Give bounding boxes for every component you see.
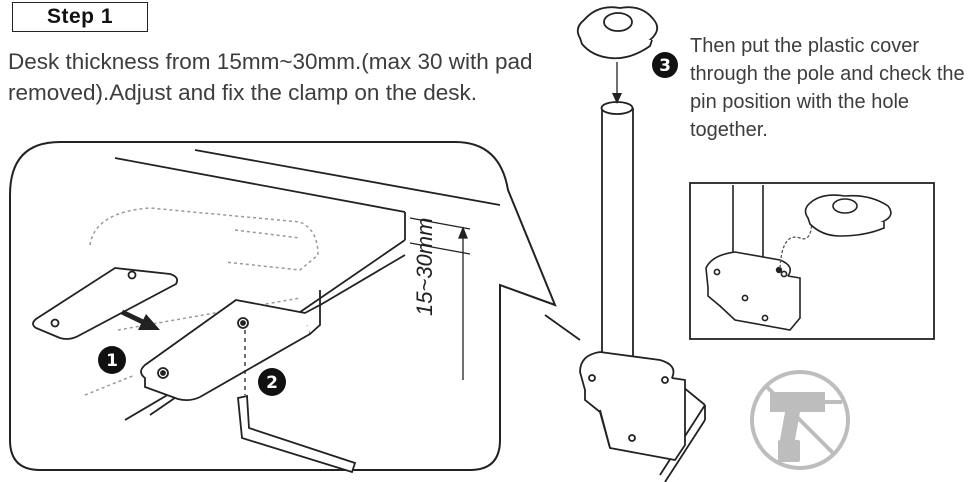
pin-detail-inset [689,182,935,340]
marker-three: 3 [652,52,678,78]
detail-callout-outline [9,141,557,471]
dimension-indicator [409,217,471,380]
slide-arrow [120,309,160,330]
svg-text:3: 3 [659,56,671,76]
cover-down-arrow [612,62,622,104]
marker-two: 2 [258,368,286,396]
no-drill-icon [750,370,850,470]
instruction-main: Desk thickness from 15mm~30mm.(max 30 wi… [8,49,533,105]
marker-one: 1 [98,346,126,374]
svg-text:2: 2 [266,373,278,393]
svg-text:1: 1 [106,351,118,371]
plastic-cover [576,6,659,60]
clamp-base [140,290,321,402]
dimension-label: 15~30mm [412,217,437,316]
allen-key [237,394,357,474]
instruction-cover: Then put the plastic cover through the p… [690,35,965,141]
pole [600,101,634,386]
pole-clamp [579,351,686,461]
sliding-pad [32,267,179,340]
step-label: Step 1 [12,2,148,32]
